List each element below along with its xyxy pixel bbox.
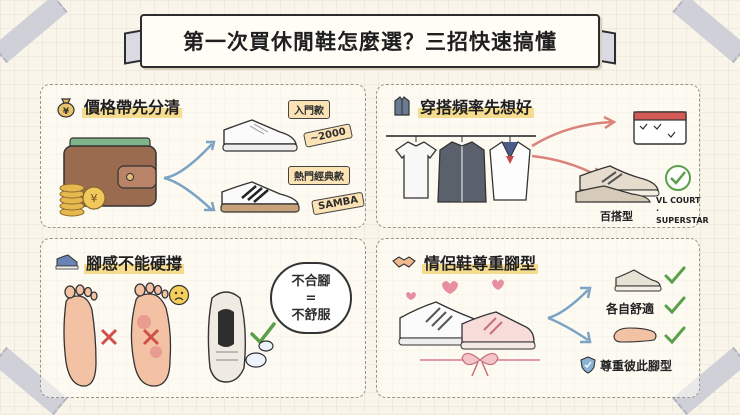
foot-right [130, 282, 172, 387]
check-circle-icon [665, 165, 691, 191]
shield-icon [580, 356, 596, 374]
cloud-text-line2: = [305, 290, 317, 306]
shoe-top-view-illustration [207, 291, 247, 383]
title-banner: 第一次買休閒鞋怎麼選？三招快速搞懂 [140, 14, 600, 68]
popular-sneaker-illustration [220, 181, 300, 213]
couple-arrows [547, 286, 592, 344]
svg-text:¥: ¥ [63, 107, 70, 117]
tshirt [395, 136, 437, 199]
money-bag-icon: ¥ [57, 98, 75, 118]
jacket-icon [394, 96, 410, 116]
tape-top-right [672, 0, 740, 64]
cross-icon [100, 328, 160, 346]
small-foot-icon [613, 327, 657, 343]
sailor-shirt [489, 136, 531, 201]
panel-price-header: ¥ 價格帶先分清 [56, 94, 183, 118]
check-icons-column [664, 266, 686, 345]
couple-sneakers-illustration [398, 279, 536, 350]
ribbon-bow-icon [420, 352, 540, 377]
panel-outfit-header: 穿搭頻率先想好 [392, 94, 535, 118]
versatile-sneakers-illustration [575, 165, 660, 203]
calendar-icon [633, 111, 687, 145]
panel-comfort-title: 腳感不能硬撐 [84, 250, 185, 274]
wallet-illustration: ¥ [59, 137, 157, 217]
label-respect: 尊重彼此腳型 [600, 359, 673, 373]
label-models: VL COURT · SUPERSTAR [656, 196, 709, 225]
tag-entry: 入門款 [288, 100, 330, 119]
label-versatile: 百搭型 [600, 210, 633, 223]
clothes-rack-illustration [386, 135, 536, 203]
sad-face-icon [168, 284, 190, 306]
label-comfort: 各自舒適 [606, 302, 655, 316]
page-title: 第一次買休閒鞋怎麼選？三招快速搞懂 [183, 30, 557, 54]
panel-couple-header: 情侶鞋尊重腳型 [392, 250, 539, 274]
handshake-icon [392, 256, 416, 268]
panel-comfort-header: 腳感不能硬撐 [55, 250, 185, 274]
check-icon [250, 322, 276, 345]
thought-cloud: 不合腳 = 不舒服 [270, 262, 352, 334]
tape-top-left [0, 0, 68, 64]
panel-outfit-title: 穿搭頻率先想好 [418, 94, 535, 118]
coin-stack [59, 183, 85, 217]
small-sneaker-icon [614, 269, 662, 292]
cloud-text-line3: 不舒服 [291, 307, 331, 323]
hearts [406, 279, 504, 300]
panel-couple-title: 情侶鞋尊重腳型 [422, 250, 539, 274]
feet-illustration [63, 282, 172, 387]
cloud-text-line1: 不合腳 [291, 273, 331, 289]
price-branch-arrows [163, 140, 216, 212]
tag-popular: 熱門經典款 [288, 166, 350, 185]
sneaker-icon [55, 254, 79, 270]
cloud-tail-icon [245, 340, 274, 368]
foot-left [63, 284, 98, 387]
panel-price-title: 價格帶先分清 [82, 94, 183, 118]
svg-text:¥: ¥ [91, 192, 98, 205]
entry-sneaker-illustration [222, 119, 298, 152]
varsity-jacket [437, 136, 487, 203]
